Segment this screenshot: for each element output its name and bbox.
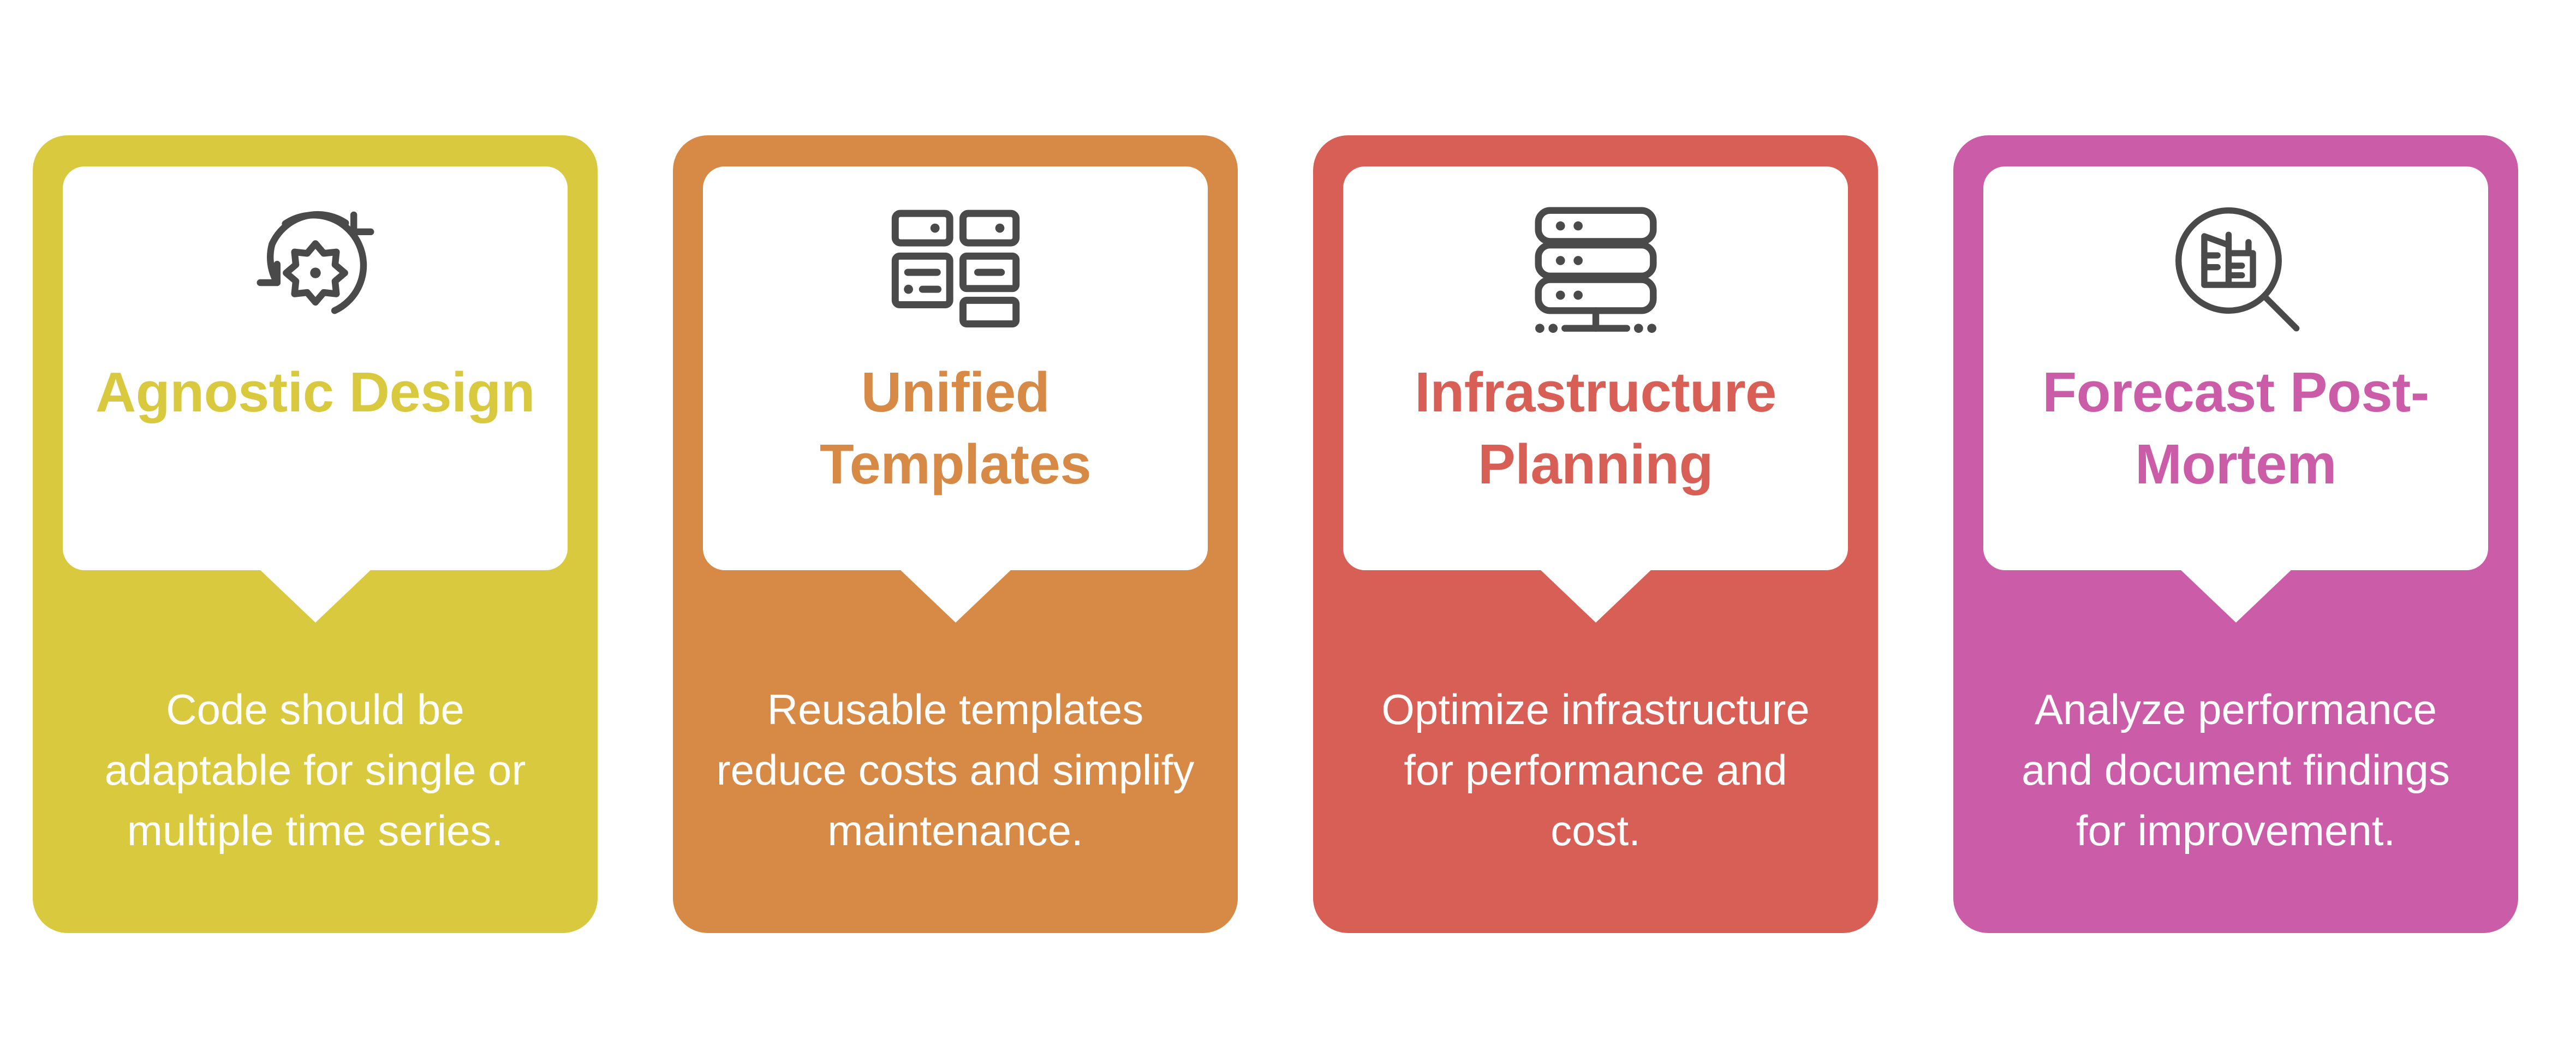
card-panel: Infrastructure Planning	[1343, 166, 1848, 623]
bubble-tail	[258, 558, 373, 623]
card-panel: Forecast Post-Mortem	[1983, 166, 2488, 623]
card-unified-templates[interactable]: Unified Templates Reusable templates red…	[673, 135, 1238, 933]
card-title: Infrastructure Planning	[1415, 361, 1776, 495]
card-body: Code should be adaptable for single or m…	[104, 685, 526, 854]
card-title: Unified Templates	[819, 361, 1092, 495]
server-rack-icon	[1514, 186, 1678, 350]
magnifier-chart-icon	[2154, 186, 2318, 350]
card-infrastructure-planning[interactable]: Infrastructure Planning Optimize infrast…	[1313, 135, 1878, 933]
card-title: Agnostic Design	[95, 361, 535, 423]
card-row: Agnostic Design Code should be adaptable…	[33, 135, 2543, 937]
card-panel: Unified Templates	[703, 166, 1208, 623]
card-body: Optimize infrastructure for performance …	[1381, 685, 1810, 854]
bubble-tail	[898, 558, 1013, 623]
sync-gear-icon	[234, 186, 397, 350]
card-agnostic-design[interactable]: Agnostic Design Code should be adaptable…	[33, 135, 598, 933]
card-forecast-post-mortem[interactable]: Forecast Post-Mortem Analyze performance…	[1953, 135, 2518, 933]
bubble-tail	[1538, 558, 1653, 623]
template-layout-icon	[874, 186, 1037, 350]
bubble-tail	[2178, 558, 2293, 623]
card-title: Forecast Post-Mortem	[2042, 361, 2429, 495]
card-body: Analyze performance and document finding…	[2022, 685, 2450, 854]
card-body: Reusable templates reduce costs and simp…	[716, 685, 1195, 854]
card-panel: Agnostic Design	[63, 166, 568, 623]
